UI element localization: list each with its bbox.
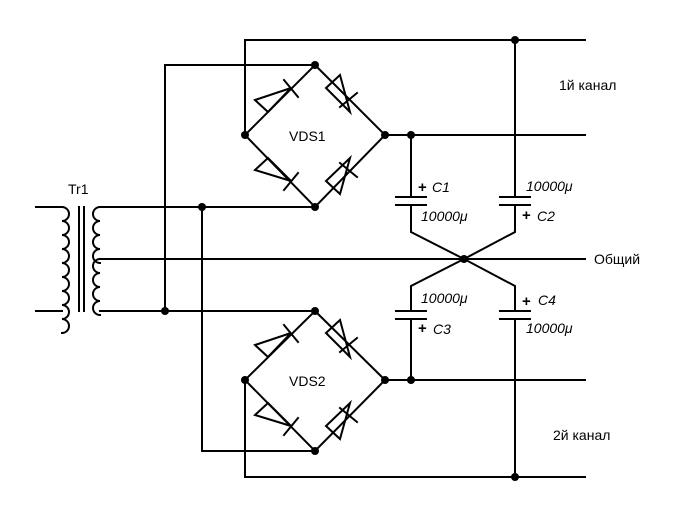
wire [462,204,516,261]
diode-icon [324,154,359,196]
wire [164,64,316,312]
capacitor-plus-sign: + [418,320,427,337]
capacitor-value: 10000μ [421,208,468,224]
junction-dot [311,203,319,211]
diode-icon [324,318,359,361]
diode-icon [324,73,359,116]
capacitor-plus-sign: + [522,293,531,310]
wire [201,206,316,452]
junction-dot [407,131,415,139]
capacitor-c4: + C4 10000μ [499,292,573,336]
bridge-vds2: VDS2 [243,309,387,453]
capacitor-value: 10000μ [526,178,573,194]
junction-dot [460,255,468,263]
diode-icon [253,78,300,114]
wiring [99,39,586,478]
bridge-label: VDS2 [289,373,326,389]
junction-dots [161,36,519,481]
wire [462,257,516,312]
junction-dot [381,131,389,139]
capacitor-c2: 10000μ + C2 [499,178,573,224]
output-label-channel2: 2й канал [553,427,610,443]
transformer-primary-winding [35,205,70,335]
junction-dot [407,376,415,384]
bridge-label: VDS1 [289,128,326,144]
junction-dot [198,203,206,211]
junction-dot [161,307,169,315]
junction-dot [241,131,249,139]
capacitor-c3: 10000μ + C3 [395,290,468,337]
transformer-label: Tr1 [68,181,89,197]
bridge-vds1: VDS1 [243,63,387,209]
junction-dot [311,307,319,315]
capacitor-name: C4 [538,292,556,308]
wire [410,204,466,261]
capacitor-name: C2 [537,208,555,224]
capacitor-value: 10000μ [421,290,468,306]
junction-dot [511,36,519,44]
capacitor-c1: + C1 10000μ [395,179,468,224]
wire [244,379,586,478]
capacitor-plus-sign: + [418,179,427,196]
capacitor-name: C3 [433,321,451,337]
junction-dot [311,447,319,455]
output-label-common: Общий [594,251,640,267]
diode-icon [253,323,300,359]
transformer-tr1: Tr1 [35,181,102,335]
transformer-secondary-winding [92,205,102,317]
capacitor-value: 10000μ [526,320,573,336]
capacitor-plus-sign: + [522,207,531,224]
output-label-channel1: 1й канал [559,77,616,93]
capacitor-name: C1 [432,179,450,195]
junction-dot [381,376,389,384]
diode-icon [253,401,300,437]
junction-dot [511,473,519,481]
wire [410,257,466,312]
junction-dot [311,61,319,69]
diode-icon [253,156,300,192]
wire [244,39,586,136]
diode-icon [324,399,359,441]
junction-dot [241,376,249,384]
